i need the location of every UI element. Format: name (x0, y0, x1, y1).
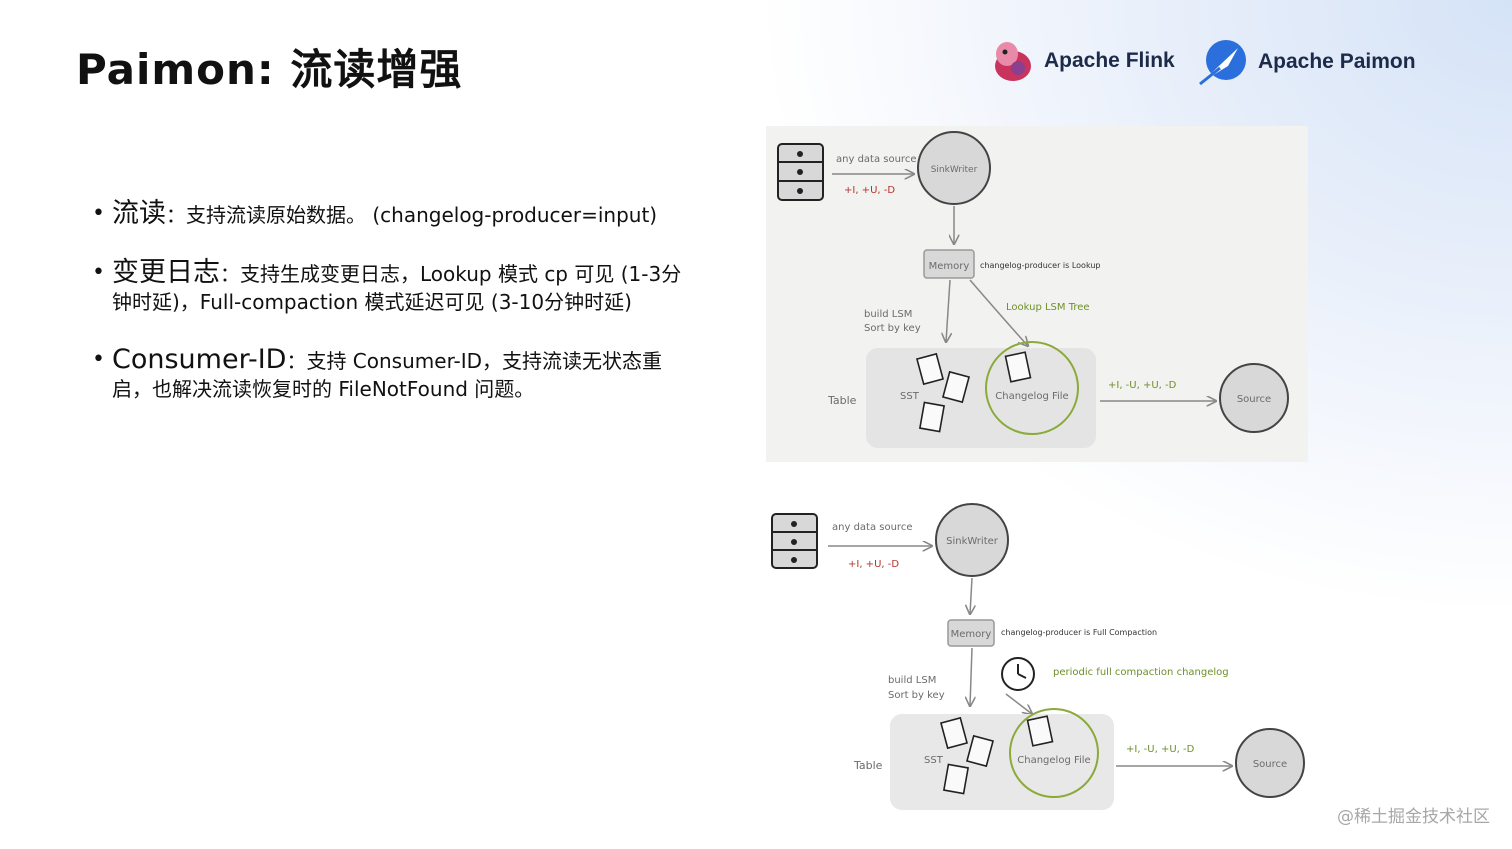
sinkwriter-node (935, 503, 1009, 577)
lookup-diagram: any data source +I, +U, -D SinkWriter Me… (766, 126, 1308, 462)
bullet-heading: 变更日志 (112, 257, 220, 288)
bullet-heading: Consumer-ID (112, 344, 287, 375)
changelog-file-icon (1004, 351, 1032, 383)
changelog-circle (985, 341, 1079, 435)
memory-note: changelog-producer is Full Compaction (1001, 628, 1157, 637)
source-node-label: Source (1237, 394, 1271, 405)
database-icon (771, 513, 818, 569)
green-note: Lookup LSM Tree (1006, 302, 1090, 313)
source-label: any data source (836, 154, 916, 165)
squirrel-icon (995, 42, 1031, 81)
changelog-label: Changelog File (1017, 755, 1090, 766)
bullet-item: • 流读：支持流读原始数据。 (changelog-producer=input… (92, 200, 692, 229)
memory-label: Memory (951, 629, 992, 640)
page-title: Paimon: 流读增强 (76, 45, 463, 94)
memory-node (923, 249, 975, 279)
changelog-label: Changelog File (995, 391, 1068, 402)
ops-label: +I, +U, -D (844, 185, 895, 196)
paimon-logo: Apache Paimon (1198, 38, 1416, 86)
bullet-item: • Consumer-ID：支持 Consumer-ID，支持流读无状态重启，也… (92, 346, 692, 403)
sort-label: Sort by key (864, 323, 921, 334)
table-label: Table (853, 759, 883, 772)
source-node (1235, 728, 1305, 798)
logo-bar: Apache Flink Apache Paimon (990, 38, 1450, 98)
memory-node (947, 619, 995, 647)
watermark: @稀土掘金技术社区 (1337, 807, 1490, 827)
source-label: any data source (832, 522, 912, 533)
out-ops-label: +I, -U, +U, -D (1126, 744, 1195, 755)
table-label: Table (827, 394, 857, 407)
arrow (1005, 693, 1032, 714)
paimon-logo-text: Apache Paimon (1258, 50, 1416, 73)
bullet-heading: 流读 (112, 198, 166, 229)
out-ops-label: +I, -U, +U, -D (1108, 380, 1177, 391)
bullet-list: • 流读：支持流读原始数据。 (changelog-producer=input… (92, 200, 692, 433)
sinkwriter-label: SinkWriter (931, 165, 978, 175)
memory-note: changelog-producer is Lookup (980, 261, 1100, 270)
clock-icon (1001, 657, 1035, 691)
flink-logo: Apache Flink (990, 38, 1175, 84)
bullet-item: • 变更日志：支持生成变更日志，Lookup 模式 cp 可见 (1-3分钟时延… (92, 259, 692, 316)
sst-files-icon (939, 716, 995, 795)
flink-logo-text: Apache Flink (1044, 49, 1175, 72)
sort-label: Sort by key (888, 690, 945, 701)
sinkwriter-label: SinkWriter (946, 536, 999, 547)
build-label: build LSM (864, 309, 912, 320)
sst-label: SST (900, 391, 920, 402)
arrow (970, 577, 972, 614)
full-compaction-diagram: any data source +I, +U, -D SinkWriter Me… (766, 498, 1316, 828)
arrow (970, 647, 972, 706)
changelog-file-icon (1026, 715, 1054, 747)
bullet-text: ：支持流读原始数据。 (changelog-producer=input) (166, 203, 658, 227)
sinkwriter-node (917, 131, 991, 205)
bullet-text: ：支持生成变更日志，Lookup 模式 cp 可见 (1-3分钟时延)，Full… (112, 262, 682, 314)
sst-label: SST (924, 755, 944, 766)
arrow (946, 279, 950, 342)
green-note: periodic full compaction changelog (1053, 667, 1229, 678)
bullet-dot: • (92, 347, 105, 372)
database-icon (777, 143, 824, 201)
arrow (969, 279, 1028, 346)
bullet-dot: • (92, 201, 105, 226)
build-label: build LSM (888, 675, 936, 686)
sst-files-icon (915, 352, 971, 433)
source-node-label: Source (1253, 759, 1287, 770)
ops-label: +I, +U, -D (848, 559, 899, 570)
changelog-circle (1009, 708, 1099, 798)
memory-label: Memory (929, 261, 970, 272)
bullet-dot: • (92, 260, 105, 285)
paimon-icon (1199, 40, 1246, 86)
source-node (1219, 363, 1289, 433)
bullet-text: ：支持 Consumer-ID，支持流读无状态重启，也解决流读恢复时的 File… (112, 349, 663, 401)
